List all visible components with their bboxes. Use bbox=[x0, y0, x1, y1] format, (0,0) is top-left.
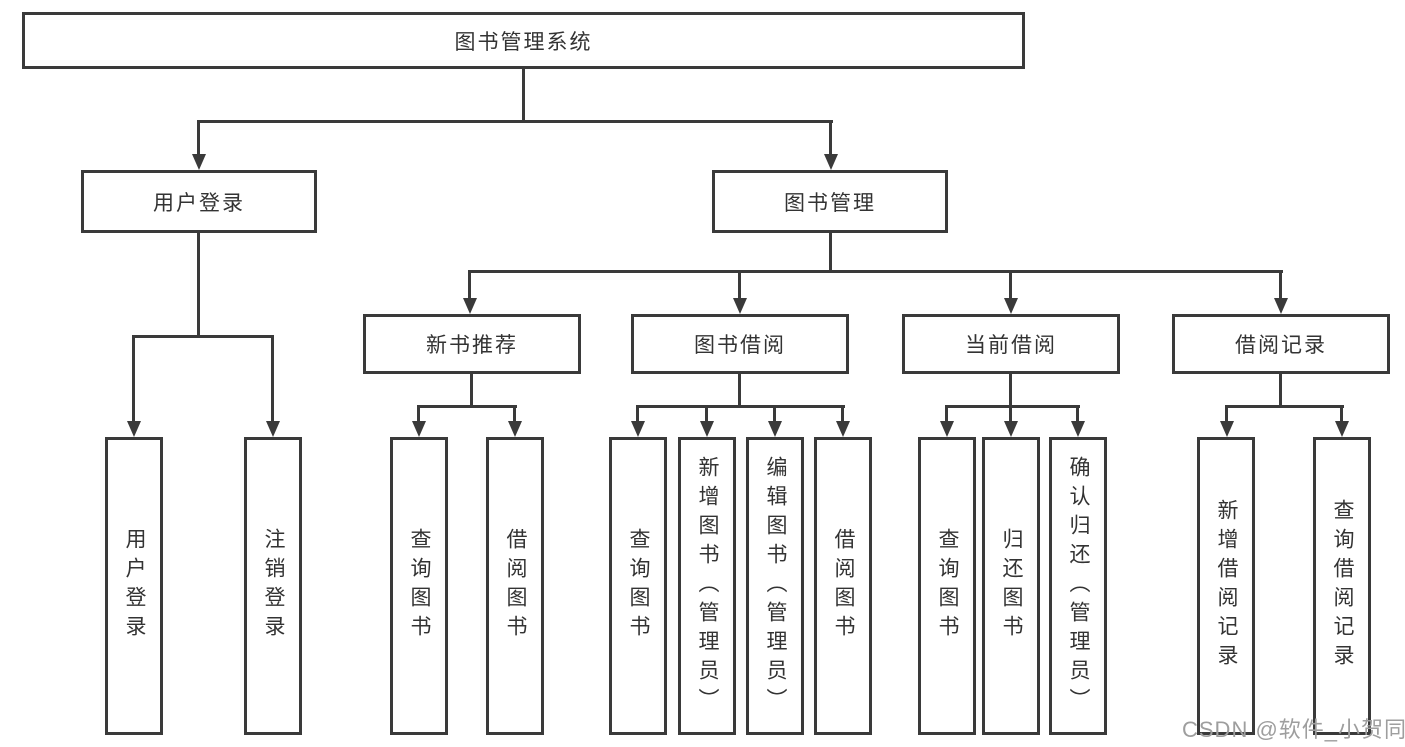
connector bbox=[945, 405, 1080, 408]
arrow-down-icon bbox=[1004, 298, 1018, 314]
connector bbox=[468, 270, 1283, 273]
connector bbox=[417, 405, 420, 421]
leaf-current-query: 查询图书 bbox=[918, 437, 976, 735]
arrow-down-icon bbox=[508, 421, 522, 437]
node-borrow-records: 借阅记录 bbox=[1172, 314, 1390, 374]
connector bbox=[1009, 270, 1012, 298]
leaf-records-add: 新增借阅记录 bbox=[1197, 437, 1255, 735]
leaf-user-login: 用户登录 bbox=[105, 437, 163, 735]
node-book-management: 图书管理 bbox=[712, 170, 948, 233]
node-user-login: 用户登录 bbox=[81, 170, 317, 233]
arrow-down-icon bbox=[1274, 298, 1288, 314]
connector bbox=[945, 405, 948, 421]
arrow-down-icon bbox=[733, 298, 747, 314]
connector bbox=[417, 405, 517, 408]
connector bbox=[1076, 405, 1079, 421]
connector bbox=[841, 405, 844, 421]
arrow-down-icon bbox=[940, 421, 954, 437]
connector bbox=[1009, 374, 1012, 405]
node-root: 图书管理系统 bbox=[22, 12, 1025, 69]
arrow-down-icon bbox=[836, 421, 850, 437]
node-current-borrow: 当前借阅 bbox=[902, 314, 1120, 374]
connector bbox=[636, 405, 845, 408]
arrow-down-icon bbox=[1071, 421, 1085, 437]
connector bbox=[197, 233, 200, 335]
connector bbox=[197, 120, 200, 154]
arrow-down-icon bbox=[768, 421, 782, 437]
connector bbox=[522, 69, 525, 120]
leaf-logout: 注销登录 bbox=[244, 437, 302, 735]
leaf-current-confirm-return-admin: 确认归还（管理员） bbox=[1049, 437, 1107, 735]
connector bbox=[1279, 374, 1282, 405]
leaf-borrow-query: 查询图书 bbox=[609, 437, 667, 735]
leaf-records-query: 查询借阅记录 bbox=[1313, 437, 1371, 735]
connector bbox=[636, 405, 639, 421]
connector bbox=[1225, 405, 1228, 421]
arrow-down-icon bbox=[631, 421, 645, 437]
connector bbox=[738, 270, 741, 298]
connector bbox=[468, 270, 471, 298]
leaf-borrow-borrow: 借阅图书 bbox=[814, 437, 872, 735]
connector bbox=[132, 335, 274, 338]
connector bbox=[1340, 405, 1343, 421]
node-book-borrow: 图书借阅 bbox=[631, 314, 849, 374]
leaf-borrow-add-admin: 新增图书（管理员） bbox=[678, 437, 736, 735]
watermark: CSDN @软件_小贺同学 bbox=[1182, 717, 1405, 742]
connector bbox=[470, 374, 473, 405]
leaf-borrow-edit-admin: 编辑图书（管理员） bbox=[746, 437, 804, 735]
connector bbox=[197, 120, 833, 123]
arrow-down-icon bbox=[700, 421, 714, 437]
connector bbox=[829, 120, 832, 154]
arrow-down-icon bbox=[1220, 421, 1234, 437]
connector bbox=[271, 335, 274, 421]
arrow-down-icon bbox=[1004, 421, 1018, 437]
connector bbox=[513, 405, 516, 421]
arrow-down-icon bbox=[463, 298, 477, 314]
connector bbox=[773, 405, 776, 421]
node-new-book-recommend: 新书推荐 bbox=[363, 314, 581, 374]
connector bbox=[1279, 270, 1282, 298]
connector bbox=[1225, 405, 1344, 408]
leaf-newbooks-borrow: 借阅图书 bbox=[486, 437, 544, 735]
arrow-down-icon bbox=[1335, 421, 1349, 437]
arrow-down-icon bbox=[192, 154, 206, 170]
connector bbox=[829, 233, 832, 270]
arrow-down-icon bbox=[127, 421, 141, 437]
leaf-newbooks-query: 查询图书 bbox=[390, 437, 448, 735]
connector bbox=[738, 374, 741, 405]
arrow-down-icon bbox=[266, 421, 280, 437]
arrow-down-icon bbox=[412, 421, 426, 437]
arrow-down-icon bbox=[824, 154, 838, 170]
connector bbox=[132, 335, 135, 421]
leaf-current-return: 归还图书 bbox=[982, 437, 1040, 735]
connector bbox=[705, 405, 708, 421]
connector bbox=[1009, 405, 1012, 421]
